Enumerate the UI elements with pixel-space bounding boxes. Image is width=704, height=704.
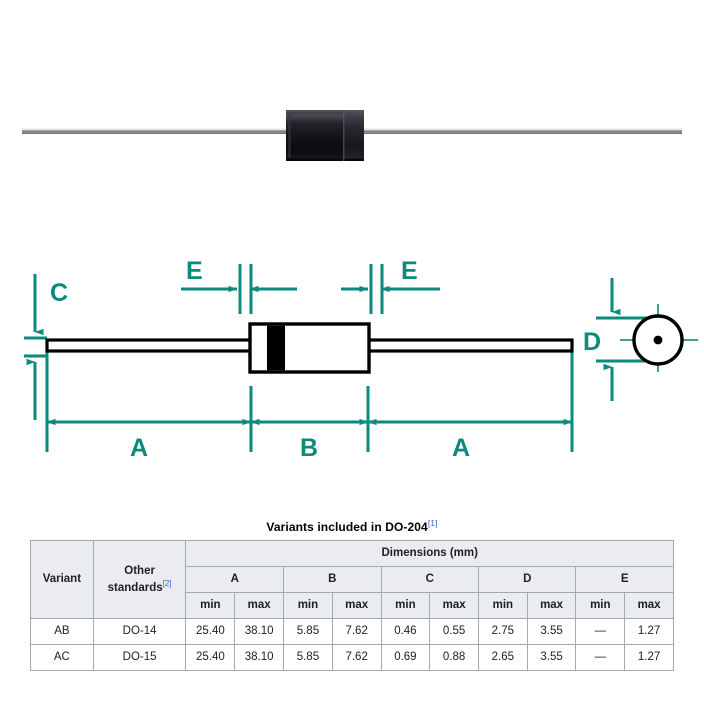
cell-other: DO-15 (92, 644, 187, 671)
cathode-band (267, 325, 285, 371)
cell-c-min: 0.69 (380, 644, 431, 671)
cell-variant: AC (30, 644, 94, 671)
table-header-row-1: Variant Other standards[2] Dimensions (m… (30, 540, 674, 619)
variants-table-panel: Variants included in DO-204[1] Variant O… (0, 506, 704, 704)
header-group-b: B (283, 566, 382, 593)
lead-right (366, 338, 574, 353)
header-group-d: D (477, 566, 577, 593)
header-d-max: max (526, 592, 577, 619)
label-a-right: A (452, 434, 470, 462)
header-d-min: min (477, 592, 528, 619)
cell-e-max: 1.27 (624, 644, 674, 671)
header-b-min: min (283, 592, 333, 619)
header-group-c: C (380, 566, 479, 593)
label-b: B (300, 434, 318, 462)
label-e-right: E (401, 257, 418, 285)
header-c-min: min (380, 592, 431, 619)
table-header-row-2: A B C D E (31, 566, 674, 593)
cell-d-min: 2.75 (477, 618, 528, 645)
device-outline (45, 314, 684, 374)
photo-lead-right (360, 128, 682, 134)
header-e-min: min (575, 592, 626, 619)
cell-b-min: 5.85 (283, 644, 333, 671)
dimension-e-left (181, 264, 297, 314)
table-caption-reference: [1] (427, 518, 438, 528)
header-group-e: E (575, 566, 674, 593)
cell-variant: AB (30, 618, 94, 645)
cell-c-min: 0.46 (380, 618, 431, 645)
cell-e-min: — (575, 618, 626, 645)
cell-c-max: 0.55 (429, 618, 479, 645)
lead-left (45, 338, 253, 353)
photo-lead-left (22, 128, 290, 134)
cell-d-max: 3.55 (526, 644, 577, 671)
cell-e-max: 1.27 (624, 618, 674, 645)
header-a-max: max (234, 592, 285, 619)
cell-a-max: 38.10 (234, 644, 285, 671)
cell-b-max: 7.62 (331, 618, 382, 645)
cell-e-min: — (575, 644, 626, 671)
cell-b-max: 7.62 (331, 644, 382, 671)
diode-photograph (22, 110, 682, 161)
variants-table: Variant Other standards[2] Dimensions (m… (30, 540, 674, 671)
table-header-row-3: min max min max min max min max min max (31, 592, 674, 619)
header-group-a: A (185, 566, 285, 593)
header-a-min: min (185, 592, 236, 619)
cell-a-max: 38.10 (234, 618, 285, 645)
label-e-left: E (186, 257, 203, 285)
table-row: AC DO-15 25.40 38.10 5.85 7.62 0.69 0.88… (30, 644, 674, 671)
dimension-c (24, 274, 47, 420)
label-c: C (50, 279, 68, 307)
label-d: D (583, 328, 601, 356)
table-caption-text: Variants included in DO-204 (266, 520, 428, 534)
end-view-center-dot-icon (653, 335, 663, 345)
cell-c-max: 0.88 (429, 644, 479, 671)
header-dimensions: Dimensions (mm) (185, 540, 674, 567)
cell-a-min: 25.40 (185, 644, 236, 671)
table-caption: Variants included in DO-204[1] (0, 518, 704, 534)
dimension-drawing: C D E E A B A (24, 257, 698, 462)
diode-photograph-panel (0, 0, 704, 236)
header-other-standards-label: Other standards (107, 565, 163, 594)
header-other-standards-reference: [2] (162, 578, 172, 588)
header-c-max: max (429, 592, 479, 619)
photo-diode-body (286, 110, 364, 161)
cell-b-min: 5.85 (283, 618, 333, 645)
cell-a-min: 25.40 (185, 618, 236, 645)
table-row: AB DO-14 25.40 38.10 5.85 7.62 0.46 0.55… (30, 618, 674, 645)
label-a-left: A (130, 434, 148, 462)
header-b-max: max (331, 592, 382, 619)
header-other-standards: Other standards[2] (92, 540, 187, 619)
dimension-e-right (341, 264, 440, 314)
dimension-drawing-panel: C D E E A B A (0, 236, 704, 506)
header-variant: Variant (30, 540, 94, 619)
cell-other: DO-14 (92, 618, 187, 645)
header-e-max: max (624, 592, 674, 619)
cell-d-max: 3.55 (526, 618, 577, 645)
cell-d-min: 2.65 (477, 644, 528, 671)
